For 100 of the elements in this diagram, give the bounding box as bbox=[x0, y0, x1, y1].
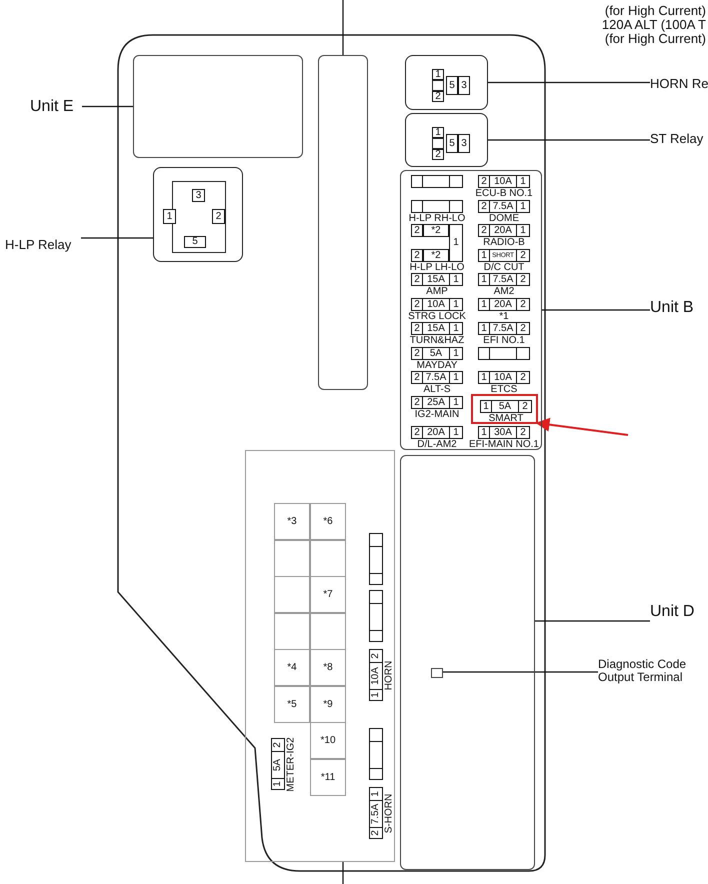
terminal-number: 1 bbox=[478, 249, 490, 262]
terminal-number: 2 bbox=[411, 426, 423, 439]
fuse bbox=[478, 322, 530, 335]
terminal-number: 1 bbox=[517, 224, 530, 237]
fuse bbox=[411, 298, 463, 311]
fuse-label: ALT-S bbox=[422, 384, 452, 395]
fuse-label: EFI-MAIN NO.1 bbox=[468, 439, 540, 450]
relay-socket bbox=[153, 167, 243, 262]
pin-number: 5 bbox=[446, 134, 458, 153]
pin-number: 2 bbox=[432, 149, 444, 160]
relay-block bbox=[245, 450, 395, 862]
terminal-number: 2 bbox=[478, 175, 490, 188]
highlight-frame bbox=[471, 394, 538, 424]
fuse bbox=[478, 224, 530, 237]
fuse-rating: 5A bbox=[492, 400, 519, 413]
fuse bbox=[478, 273, 530, 286]
fuse-label: AM2 bbox=[492, 286, 516, 297]
fuse-rating: 10A bbox=[490, 175, 517, 188]
fuse bbox=[369, 649, 383, 701]
relay-socket: *4 bbox=[274, 649, 310, 686]
terminal-number: 2 bbox=[517, 322, 530, 335]
fuse-label: AMP bbox=[425, 286, 449, 297]
fuse bbox=[411, 347, 463, 360]
terminal-number: 1 bbox=[478, 371, 490, 384]
pin-number: 5 bbox=[184, 236, 206, 248]
leader-line bbox=[82, 106, 133, 108]
terminal-number: 2 bbox=[478, 200, 490, 213]
terminal-number: 2 bbox=[411, 371, 423, 384]
fuse bbox=[411, 322, 463, 335]
terminal-number: 1 bbox=[480, 400, 492, 413]
fuse bbox=[478, 249, 530, 262]
fuse bbox=[369, 728, 383, 780]
relay-socket bbox=[310, 613, 346, 650]
note-text: (for High Current) bbox=[604, 4, 706, 18]
pin-number: 1 bbox=[163, 209, 176, 224]
pin-number: 2 bbox=[212, 209, 225, 224]
fuse-label: H-LP LH-LO bbox=[408, 262, 466, 273]
terminal-number: 2 bbox=[369, 649, 383, 662]
terminal-number: 1 bbox=[369, 689, 383, 701]
fuse bbox=[369, 533, 383, 585]
terminal-number: 1 bbox=[449, 224, 463, 262]
fuse-rating: 10A bbox=[423, 298, 450, 311]
fuse bbox=[411, 396, 463, 409]
fuse-rating: 20A bbox=[423, 426, 450, 439]
fuse-rating: 25A bbox=[423, 396, 450, 409]
terminal-number: 2 bbox=[517, 371, 530, 384]
relay-socket bbox=[274, 540, 310, 577]
relay-socket bbox=[310, 540, 346, 577]
terminal-number: 2 bbox=[517, 273, 530, 286]
terminal-number: 2 bbox=[478, 224, 490, 237]
fuse-rating: 7.5A bbox=[490, 322, 517, 335]
relay-socket bbox=[405, 113, 488, 167]
terminal-number: 2 bbox=[411, 273, 423, 286]
relay-socket bbox=[405, 55, 488, 110]
relay-socket: *9 bbox=[310, 686, 346, 723]
terminal-number: 2 bbox=[271, 738, 285, 751]
callout-label: Unit E bbox=[30, 98, 82, 116]
terminal-number: 1 bbox=[450, 371, 463, 384]
terminal-number: 1 bbox=[450, 347, 463, 360]
fuse bbox=[478, 426, 530, 439]
fuse bbox=[411, 273, 463, 286]
relay-socket: *10 bbox=[310, 722, 346, 759]
terminal-number: 2 bbox=[517, 249, 530, 262]
terminal-number: 2 bbox=[411, 298, 423, 311]
fuse-rating: 5A bbox=[271, 751, 285, 778]
callout-label: Unit B bbox=[650, 299, 706, 317]
note-text: 120A ALT (100A T bbox=[602, 18, 706, 32]
callout-label: Diagnostic Code Output Terminal bbox=[598, 658, 706, 688]
callout-label: ST Relay bbox=[650, 132, 708, 148]
fuse-label: TURN&HAZ bbox=[408, 335, 466, 346]
fuse-rating: 30A bbox=[490, 426, 517, 439]
leader-line bbox=[542, 309, 650, 311]
fuse bbox=[271, 738, 285, 790]
fuse-rating: 5A bbox=[423, 347, 450, 360]
fuse-label: HORN bbox=[384, 659, 394, 692]
arrow bbox=[536, 418, 628, 436]
leader-line bbox=[81, 237, 153, 239]
fuse-label: S-HORN bbox=[384, 792, 394, 835]
fuse-rating: *2 bbox=[423, 249, 449, 262]
leader-line bbox=[488, 82, 650, 84]
leader-line bbox=[342, 862, 344, 884]
fuse bbox=[369, 787, 383, 839]
terminal-number: 1 bbox=[369, 787, 383, 800]
fuse bbox=[411, 371, 463, 384]
pin-number: 5 bbox=[446, 76, 458, 95]
fuse-block bbox=[400, 170, 542, 450]
fuse-label: SMART bbox=[488, 413, 524, 424]
relay-socket: *7 bbox=[310, 576, 346, 613]
terminal-number: 2 bbox=[519, 400, 532, 413]
relay-socket bbox=[274, 576, 310, 613]
terminal bbox=[431, 668, 443, 678]
terminal-number: 2 bbox=[517, 298, 530, 311]
fuse-rating: 20A bbox=[490, 224, 517, 237]
fuse-label: MAYDAY bbox=[416, 360, 458, 371]
note-text: (for High Current) bbox=[604, 32, 706, 46]
fuse bbox=[480, 400, 532, 413]
fuse bbox=[478, 298, 530, 311]
fuse-rating: 10A bbox=[490, 371, 517, 384]
fuse bbox=[478, 371, 530, 384]
leader-line bbox=[488, 139, 650, 141]
